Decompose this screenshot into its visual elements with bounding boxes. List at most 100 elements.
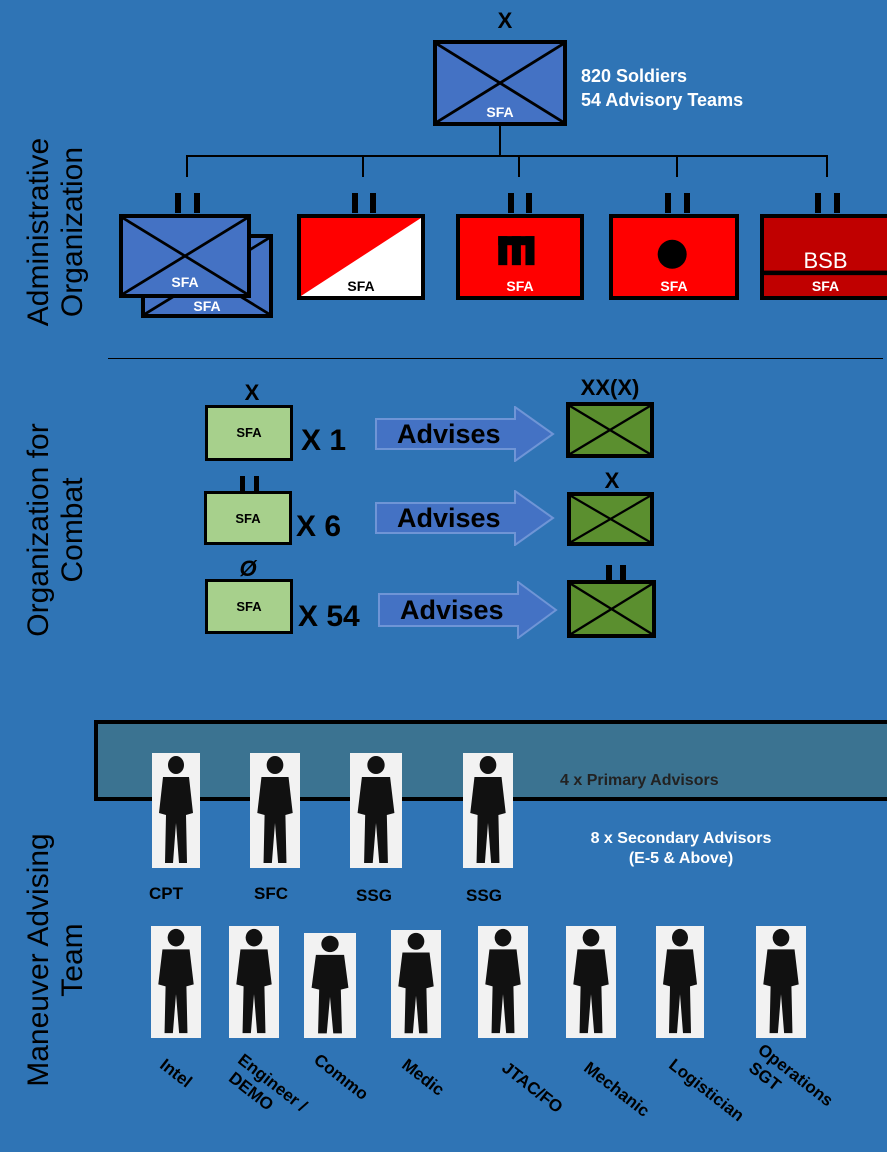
- artillery-dot-icon: [657, 239, 687, 269]
- host-cross-icon: [570, 406, 650, 454]
- combat-row2-multiplier: X 6: [296, 510, 342, 543]
- bn4-symbol: SFA: [609, 214, 739, 300]
- secondary-soldier-6: [566, 926, 616, 1038]
- combat-row1-action: Advises: [397, 418, 501, 449]
- bn3-label: SFA: [506, 278, 534, 294]
- combat-row2-label: SFA: [235, 511, 261, 526]
- bn5-label: SFA: [811, 278, 840, 294]
- brigade-teams: 54 Advisory Teams: [581, 90, 744, 110]
- rank-sfc: SFC: [254, 884, 288, 903]
- bn3-symbol: SFA: [456, 214, 584, 300]
- brigade-echelon: X: [497, 8, 513, 33]
- section-combat-text: Organization for Combat: [22, 423, 89, 637]
- bn1-symbol: SFA: [119, 214, 251, 298]
- combat-row3-host-unit: [567, 580, 656, 638]
- host-cross-icon: [571, 496, 650, 542]
- host-cross-icon: [571, 584, 652, 634]
- soldier-silhouette-icon: [663, 928, 697, 1034]
- soldier-silhouette-icon: [257, 756, 293, 863]
- brigade-symbol-label: SFA: [486, 104, 514, 120]
- spec-engineer: Engineer / DEMO: [221, 1050, 311, 1132]
- rank-ssg-1: SSG: [356, 886, 392, 905]
- section-administrative-text: Administrative Organization: [22, 137, 89, 327]
- bn1-echelon-tick-a: [175, 193, 181, 213]
- bn1-cross-icon: [123, 218, 247, 294]
- spec-jtac: JTAC/FO: [498, 1058, 567, 1117]
- combat-row2-host-unit: [567, 492, 654, 546]
- soldier-silhouette-icon: [485, 928, 521, 1034]
- secondary-soldier-8: [756, 926, 806, 1038]
- bn5-name: BSB: [803, 248, 848, 273]
- primary-soldier-2: [250, 753, 300, 868]
- engineer-icon: [498, 236, 535, 266]
- combat-row2-symbol: SFA: [204, 491, 292, 545]
- secondary-soldier-5: [478, 926, 528, 1038]
- combat-row2-echelon-tick-a: [240, 476, 245, 492]
- section-team-label: Maneuver Advising Team: [22, 815, 92, 1105]
- tree-drop-2: [362, 155, 364, 177]
- soldier-silhouette-icon: [158, 928, 194, 1034]
- combat-row3-symbol: SFA: [205, 579, 293, 634]
- bn3-echelon-tick-a: [508, 193, 514, 213]
- bn5-echelon-tick-b: [834, 193, 840, 213]
- section-administrative-label: Administrative Organization: [22, 102, 92, 362]
- tree-trunk: [499, 126, 501, 156]
- secondary-soldier-3: [304, 933, 356, 1038]
- combat-row1-echelon: X: [244, 380, 260, 405]
- spec-commo: Commo: [310, 1050, 372, 1104]
- bn5-echelon-tick-a: [815, 193, 821, 213]
- section-combat-label: Organization for Combat: [22, 390, 92, 670]
- brigade-symbol: SFA: [433, 40, 567, 126]
- combat-row2-advises-arrow: Advises: [375, 490, 555, 546]
- soldier-silhouette-icon: [573, 928, 609, 1034]
- combat-row1-multiplier: X 1: [301, 424, 347, 457]
- primary-soldier-3: [350, 753, 402, 868]
- section-divider: [108, 358, 883, 359]
- combat-row1-host-unit: [566, 402, 654, 458]
- combat-row3-target-tick-b: [620, 565, 626, 583]
- bn4-echelon-tick-a: [665, 193, 671, 213]
- brigade-cross-icon: [437, 44, 563, 122]
- combat-row3-echelon: Ø: [239, 556, 257, 581]
- combat-row2-target-echelon: X: [604, 468, 620, 493]
- secondary-soldier-1: [151, 926, 201, 1038]
- tree-bar: [186, 155, 828, 157]
- soldier-silhouette-icon: [470, 756, 506, 863]
- spec-logistician: Logistician: [665, 1055, 748, 1126]
- combat-row3-advises-arrow: Advises: [378, 581, 558, 639]
- bn2-symbol: SFA: [297, 214, 425, 300]
- secondary-soldier-2: [229, 926, 279, 1038]
- bn4-echelon-tick-b: [684, 193, 690, 213]
- soldier-silhouette-icon: [398, 932, 434, 1034]
- combat-row1-advises-arrow: Advises: [375, 406, 555, 462]
- advises-arrow-icon: [375, 406, 555, 462]
- rank-ssg-2: SSG: [466, 886, 502, 905]
- combat-row1-target-echelon: XX(X): [580, 375, 640, 400]
- tree-drop-3: [518, 155, 520, 177]
- bn2-label: SFA: [347, 278, 375, 294]
- combat-row2-echelon-tick-b: [254, 476, 259, 492]
- bn4-label: SFA: [660, 278, 688, 294]
- bn2-diagonal-icon: [301, 218, 421, 296]
- combat-row3-target-tick-a: [606, 565, 612, 583]
- tree-drop-1: [186, 155, 188, 177]
- secondary-note-line1: 8 x Secondary Advisors: [590, 830, 772, 847]
- secondary-advisors-note: 8 x Secondary Advisors (E-5 & Above): [556, 829, 806, 869]
- combat-row1-label: SFA: [236, 425, 262, 440]
- primary-soldier-1: [152, 753, 200, 868]
- secondary-soldier-7: [656, 926, 704, 1038]
- spec-operations: Operations SGT: [741, 1040, 837, 1127]
- combat-row3-action: Advises: [400, 594, 504, 625]
- soldier-silhouette-icon: [159, 756, 193, 863]
- spec-intel: Intel: [156, 1055, 196, 1092]
- combat-row3-label: SFA: [236, 599, 262, 614]
- soldier-silhouette-icon: [763, 928, 799, 1034]
- bn5-symbol: BSB SFA: [760, 214, 887, 300]
- bn3-echelon-tick-b: [526, 193, 532, 213]
- rank-cpt: CPT: [149, 884, 183, 903]
- tree-drop-5: [826, 155, 828, 177]
- primary-advisors-note: 4 x Primary Advisors: [560, 772, 719, 789]
- combat-row1-symbol: SFA: [205, 405, 293, 461]
- secondary-note-line2: (E-5 & Above): [628, 850, 734, 867]
- advises-arrow-icon: [375, 490, 555, 546]
